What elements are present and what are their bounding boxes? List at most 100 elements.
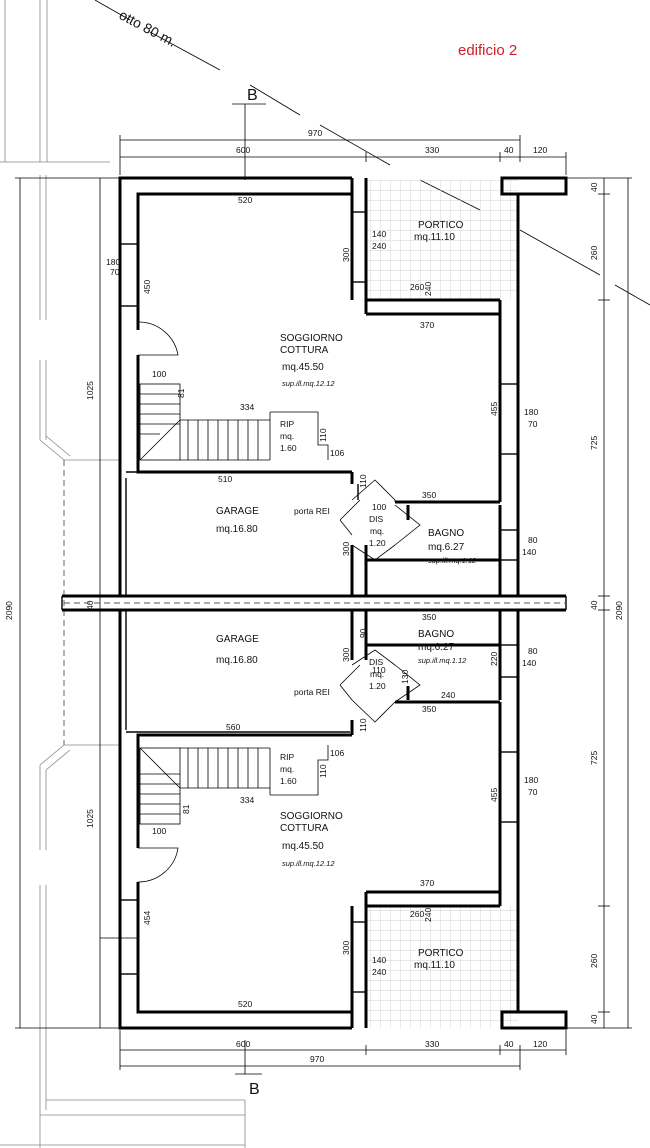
u2-dim-334: 334 <box>240 795 254 805</box>
portico-floor-top <box>366 180 518 300</box>
dimensions-right: 40 260 725 40 2090 725 260 40 <box>566 177 632 1029</box>
u2-dim-140: 140 <box>372 955 386 965</box>
u2-dim-110b: 110 <box>358 718 368 732</box>
u1-garage-name: GARAGE <box>216 506 259 517</box>
u2-dis-name: DIS <box>369 657 384 667</box>
u1-dim-70r: 70 <box>528 419 538 429</box>
u1-portico-area: mq.11.10 <box>414 232 455 243</box>
u1-garage-door: porta REI <box>294 506 330 516</box>
dim-725-right-1: 725 <box>589 436 599 450</box>
dim-40-top: 40 <box>504 145 514 155</box>
u1-dim-140: 140 <box>372 229 386 239</box>
u1-dim-300: 300 <box>341 248 351 262</box>
u2-dim-110a: 110 <box>372 665 386 675</box>
u2-rip-area: 1.60 <box>280 776 297 786</box>
u1-dim-81: 81 <box>176 388 186 398</box>
u2-dim-520: 520 <box>238 999 252 1009</box>
u1-dis-name: DIS <box>369 514 384 524</box>
dim-1025-left-bottom: 1025 <box>85 809 95 828</box>
u1-living-area: mq.45.50 <box>282 362 324 373</box>
u1-dim-110b: 110 <box>358 474 368 488</box>
u2-dim-80: 80 <box>528 646 538 656</box>
u2-portico-name: PORTICO <box>418 948 464 959</box>
section-label-bottom: B <box>249 1081 260 1098</box>
dim-2090-left: 2090 <box>4 601 14 620</box>
unit-2-labels: GARAGE mq.16.80 porta REI DIS mq. 1.20 B… <box>142 612 538 1009</box>
u1-dim-106: 106 <box>330 448 344 458</box>
u2-dim-300: 300 <box>341 648 351 662</box>
u2-living-line1: SOGGIORNO <box>280 811 343 822</box>
u1-dis-mq: mq. <box>370 526 384 536</box>
u2-dim-220: 220 <box>489 652 499 666</box>
u1-rip-name: RIP <box>280 419 295 429</box>
dimensions-top: 970 600 330 40 120 <box>119 128 567 175</box>
u2-garage-name: GARAGE <box>216 634 259 645</box>
dim-120-bottom: 120 <box>533 1039 547 1049</box>
u2-bagno-name: BAGNO <box>418 629 454 640</box>
section-marker-top: B <box>232 87 266 180</box>
dim-330-top: 330 <box>425 145 439 155</box>
dim-1025-left-top: 1025 <box>85 381 95 400</box>
u1-dim-80: 80 <box>528 535 538 545</box>
u2-dim-455: 455 <box>489 788 499 802</box>
unit-1-walls <box>118 176 568 596</box>
u2-bagno-area: mq.6.27 <box>418 642 455 653</box>
u1-living-sup: sup.ill.mq.12.12 <box>282 379 335 388</box>
u2-garage-door: porta REI <box>294 687 330 697</box>
u2-dim-106: 106 <box>330 748 344 758</box>
u1-rip-mq: mq. <box>280 431 294 441</box>
u2-portico-area: mq.11.10 <box>414 960 455 971</box>
dim-40-bottom: 40 <box>504 1039 514 1049</box>
u2-dim-81: 81 <box>181 804 191 814</box>
dim-120-top: 120 <box>533 145 547 155</box>
u1-dim-110a: 110 <box>318 428 328 442</box>
unit-1-labels: PORTICO mq.11.10 SOGGIORNO COTTURA mq.45… <box>106 195 538 565</box>
dim-600-bottom: 600 <box>236 1039 250 1049</box>
u1-dis-area: 1.20 <box>369 538 386 548</box>
u1-dim-140r: 140 <box>522 547 536 557</box>
u2-dim-260: 260 <box>410 909 424 919</box>
u1-dim-240: 240 <box>372 241 386 251</box>
dim-overall-width-top: 970 <box>308 128 322 138</box>
u2-dim-70r: 70 <box>528 787 538 797</box>
u1-dim-450: 450 <box>142 280 152 294</box>
u1-dim-240b: 240 <box>423 282 433 296</box>
u2-dim-180r: 180 <box>524 775 538 785</box>
drawing-title: edificio 2 <box>458 42 517 59</box>
party-wall <box>61 594 567 612</box>
u1-living-line2: COTTURA <box>280 345 329 356</box>
u1-dim-300b: 300 <box>341 542 351 556</box>
u2-bagno-sup: sup.ill.mq.1.12 <box>418 656 467 665</box>
u2-dim-240: 240 <box>441 690 455 700</box>
dim-40-left: 40 <box>85 600 95 610</box>
u1-dim-510: 510 <box>218 474 232 484</box>
u2-dim-240c: 240 <box>372 967 386 977</box>
u2-dis-mq: mq. <box>370 669 384 679</box>
u2-garage-area: mq.16.80 <box>216 655 258 666</box>
u1-dim-100b: 100 <box>372 502 386 512</box>
unit-2-walls <box>100 610 568 1030</box>
dim-330-bottom: 330 <box>425 1039 439 1049</box>
u2-living-area: mq.45.50 <box>282 841 324 852</box>
dim-260-right-1: 260 <box>589 246 599 260</box>
u1-dim-260: 260 <box>410 282 424 292</box>
u2-dim-300b: 300 <box>341 941 351 955</box>
u2-dim-350: 350 <box>422 612 436 622</box>
dim-2090-right: 2090 <box>614 601 624 620</box>
dim-260-right-2: 260 <box>589 954 599 968</box>
top-note: otto 80 m. <box>117 7 179 50</box>
dim-40-right-3: 40 <box>589 1014 599 1024</box>
u1-dim-455: 455 <box>489 402 499 416</box>
u1-dim-100: 100 <box>152 369 166 379</box>
u1-dim-334: 334 <box>240 402 254 412</box>
dim-40-right-2: 40 <box>589 600 599 610</box>
u1-garage-area: mq.16.80 <box>216 524 258 535</box>
u2-dim-240b: 240 <box>423 908 433 922</box>
dim-overall-width-bottom: 970 <box>310 1054 324 1064</box>
u2-rip-name: RIP <box>280 752 295 762</box>
u2-dim-140r: 140 <box>522 658 536 668</box>
u2-dim-100: 100 <box>152 826 166 836</box>
u2-living-sup: sup.ill.mq.12.12 <box>282 859 335 868</box>
